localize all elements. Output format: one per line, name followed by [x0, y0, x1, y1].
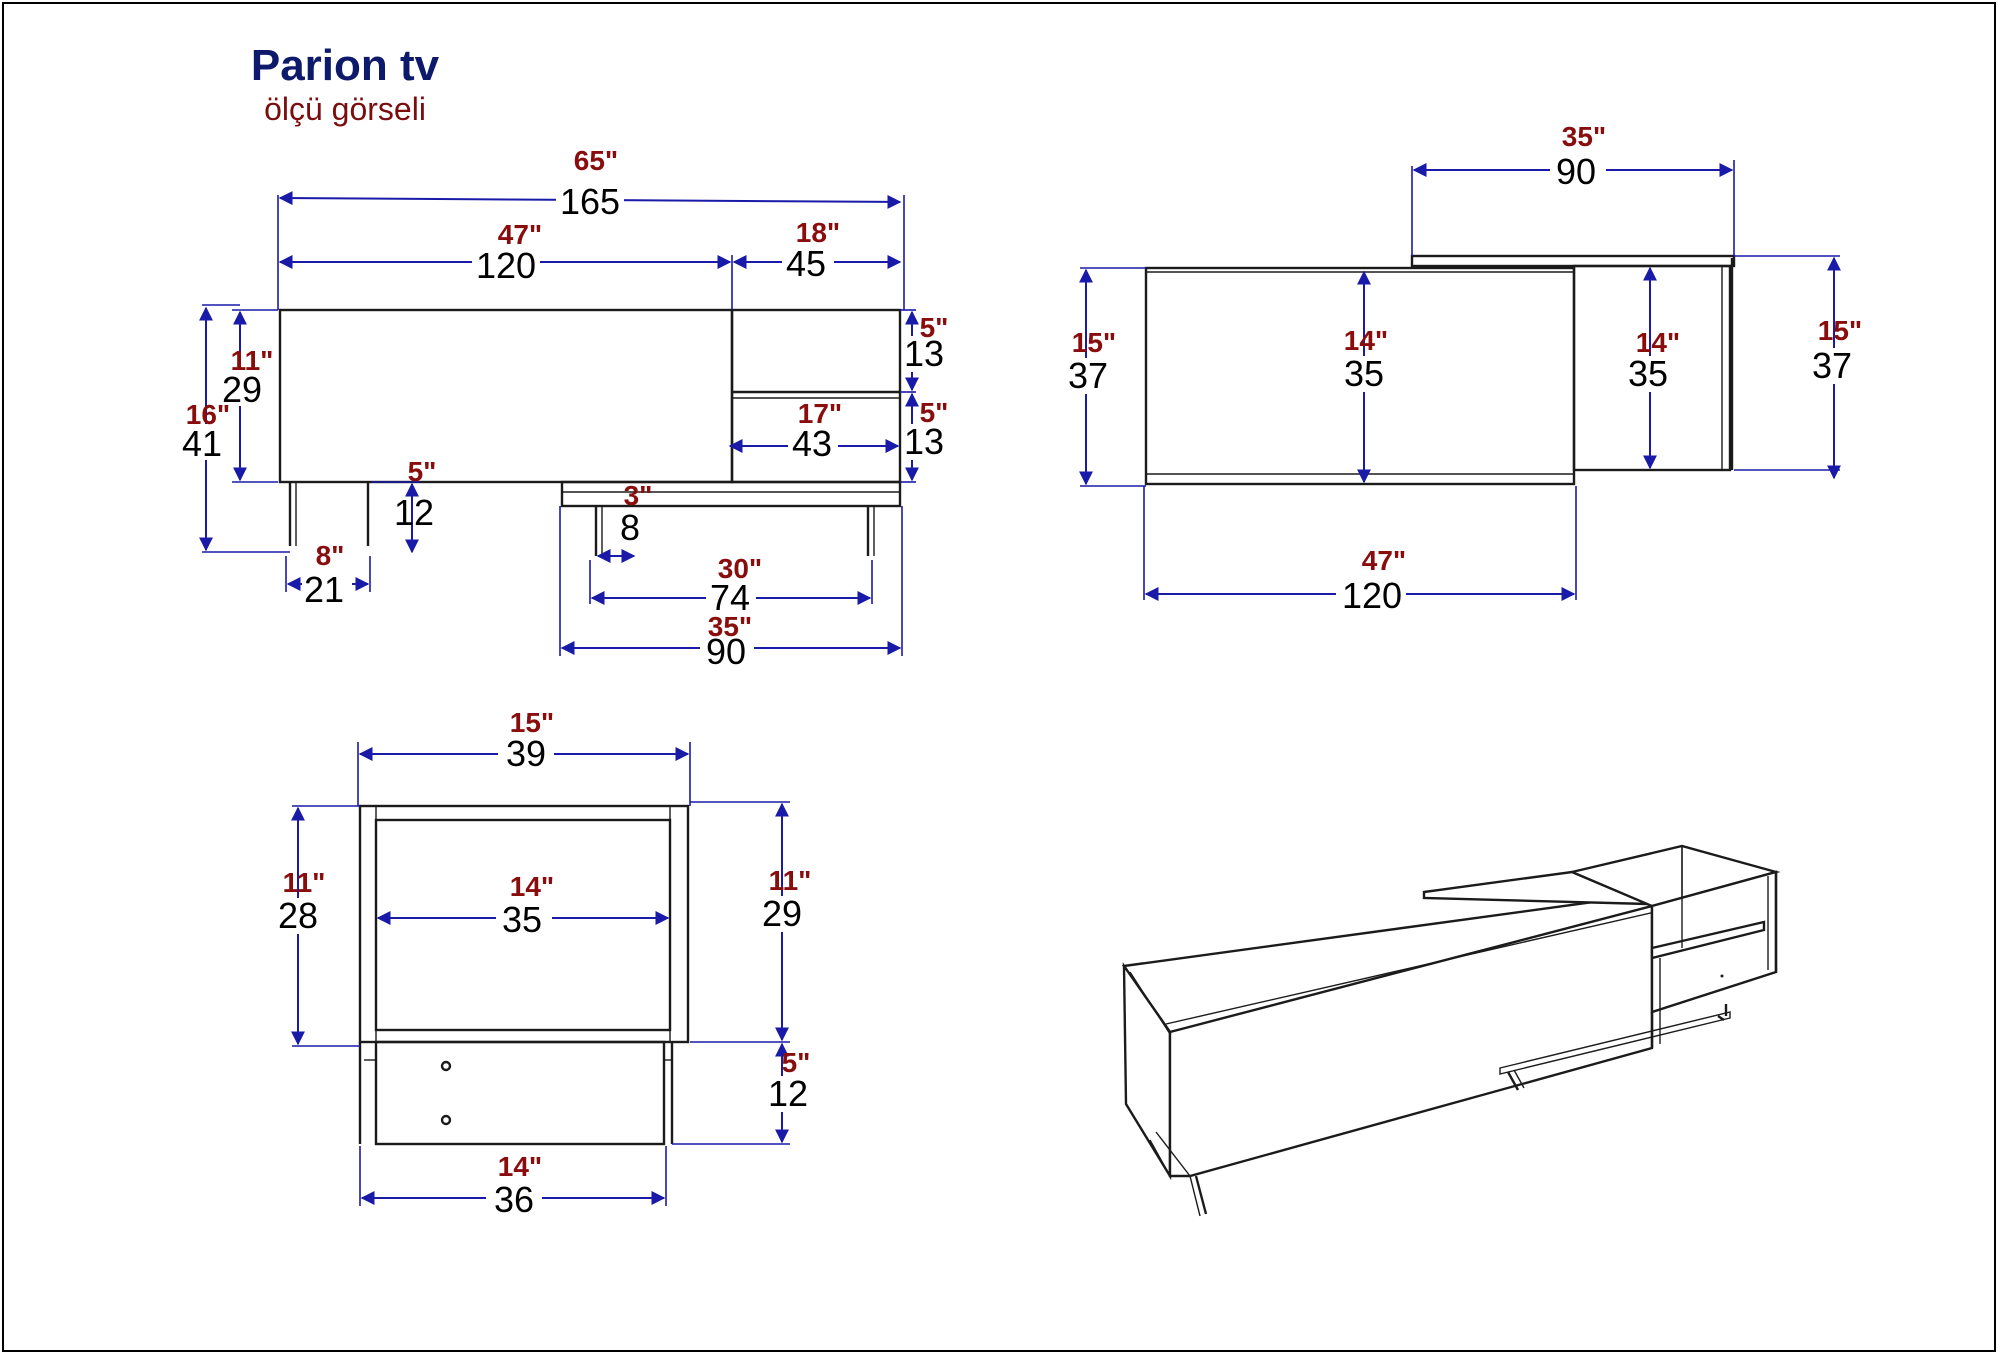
label-base-width-in: 35"	[708, 611, 752, 642]
label-total-width-cm: 165	[560, 181, 620, 222]
label-shelf-top-cm: 13	[904, 333, 944, 374]
label-shelf-width-cm: 43	[792, 423, 832, 464]
label-right-depth-in: 15"	[1818, 315, 1862, 346]
label-side-inner-width-in: 14"	[510, 871, 554, 902]
label-side-left-height-cm: 28	[278, 895, 318, 936]
iso-leg-mid	[1506, 1071, 1520, 1091]
label-left-width-cm: 120	[476, 245, 536, 286]
label-total-height-in: 16"	[186, 399, 230, 430]
iso-shelf-divider	[1650, 920, 1766, 960]
side-drawer	[374, 1040, 666, 1146]
label-side-bottom-width-cm: 36	[494, 1179, 534, 1220]
label-top-width-in: 35"	[1562, 121, 1606, 152]
iso-front-door	[1168, 904, 1654, 1178]
label-side-right-height-cm: 29	[762, 893, 802, 934]
label-total-width-in: 65"	[574, 145, 618, 176]
side-knob-bottom	[440, 1114, 452, 1126]
label-side-leg-height-cm: 12	[768, 1073, 808, 1114]
label-leg-height-cm: 12	[394, 492, 434, 533]
isometric-view	[1121, 844, 1781, 1217]
label-mid-depth-cm: 35	[1344, 353, 1384, 394]
label-left-width-in: 47"	[498, 219, 542, 250]
label-left-depth-cm: 37	[1068, 355, 1108, 396]
label-mid-depth-in: 14"	[1344, 325, 1388, 356]
label-side-left-height-in: 11"	[283, 867, 326, 898]
label-total-height-cm: 41	[182, 423, 222, 464]
label-body-height-in: 11"	[231, 345, 274, 376]
label-side-top-width-in: 15"	[510, 707, 554, 738]
side-view: 39 15" 28 11" 35 14" 29 11" 12 5" 36 14"	[274, 707, 812, 1220]
label-base-width-cm: 90	[706, 631, 746, 672]
label-top-width-cm: 90	[1556, 151, 1596, 192]
label-top-bottom-width-cm: 120	[1342, 575, 1402, 616]
iso-leg-right	[1717, 1015, 1725, 1021]
label-shelf-top-in: 5"	[920, 312, 949, 343]
page-subtitle: ölçü görseli	[264, 91, 426, 127]
label-shelf-width-in: 17"	[798, 398, 842, 429]
front-base	[560, 480, 902, 508]
label-leg-spacing-cm: 21	[304, 569, 344, 610]
label-leg-span-cm: 74	[710, 577, 750, 618]
label-side-top-width-cm: 39	[506, 733, 546, 774]
label-side-bottom-width-in: 14"	[498, 1151, 542, 1182]
label-leg-height-in: 5"	[408, 456, 437, 487]
front-view: 165 65" 120 47" 45 18" 29 11" 41 16" 12 …	[180, 145, 948, 672]
page-title: Parion tv	[251, 41, 440, 90]
label-left-depth-in: 15"	[1072, 327, 1116, 358]
label-base-offset-in: 3"	[624, 480, 653, 511]
front-door-panel	[278, 308, 734, 484]
label-right-width-cm: 45	[786, 243, 826, 284]
label-side-inner-width-cm: 35	[502, 899, 542, 940]
label-right-depth-cm: 37	[1812, 345, 1852, 386]
iso-base-bar	[1499, 1011, 1731, 1075]
label-right-inner-depth-in: 14"	[1636, 327, 1680, 358]
top-view: 90 35" 37 15" 35 14" 35 14" 37 15" 120 4…	[1064, 121, 1862, 616]
iso-leg-front	[1194, 1175, 1208, 1215]
label-top-bottom-width-in: 47"	[1362, 545, 1406, 576]
label-body-height-cm: 29	[222, 369, 262, 410]
side-knob-top	[440, 1060, 452, 1072]
label-leg-span-in: 30"	[718, 553, 762, 584]
label-side-right-height-in: 11"	[769, 865, 812, 896]
label-right-inner-depth-cm: 35	[1628, 353, 1668, 394]
label-side-leg-height-in: 5"	[782, 1047, 811, 1078]
label-shelf-bottom-cm: 13	[904, 421, 944, 462]
label-base-offset-cm: 8	[620, 507, 640, 548]
label-shelf-bottom-in: 5"	[920, 397, 949, 428]
top-back-strip	[1410, 254, 1736, 268]
label-right-width-in: 18"	[796, 217, 840, 248]
label-leg-spacing-in: 8"	[316, 540, 345, 571]
